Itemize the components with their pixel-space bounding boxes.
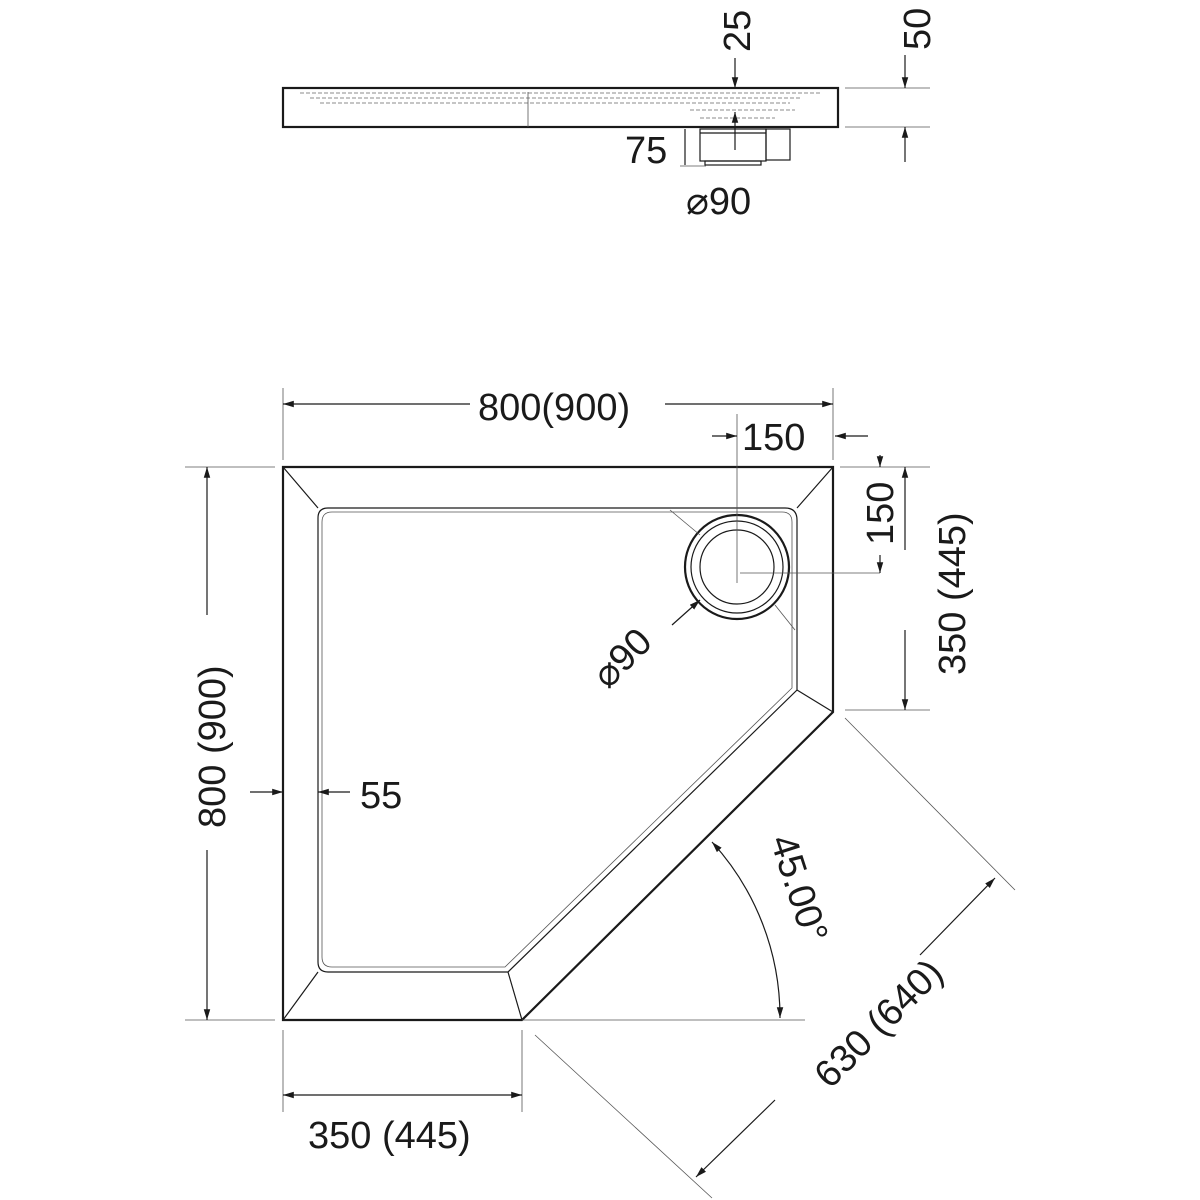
tray-side-profile (281, 86, 840, 129)
dim-angle: 45.00° (761, 830, 835, 948)
dim-drain-diameter: ⌀90 (585, 621, 661, 697)
dim-right-side: 350 (445) (932, 512, 974, 675)
side-view: 25 50 75 ⌀90 (281, 8, 939, 223)
dim-drain-offset-y: 150 (860, 482, 902, 545)
dim-bottom-side: 350 (445) (308, 1115, 471, 1157)
dim-diagonal: 630 (640) (807, 952, 952, 1097)
basin-outline (317, 507, 798, 973)
hidden-lines (300, 92, 820, 119)
dim-width: 800(900) (478, 387, 630, 429)
dim-height: 50 (897, 8, 939, 50)
dim-rim-width: 55 (360, 775, 402, 817)
dim-drain-offset-x: 150 (742, 417, 805, 459)
dim-lip-depth: 25 (717, 10, 759, 52)
plan-view: 800(900) 150 150 350 (445) 800 (900) 55 … (185, 387, 1016, 1199)
waste-trap (699, 128, 791, 166)
tray-outline (281, 465, 835, 1022)
bevel-lines (282, 466, 834, 1021)
dim-waste-height: 75 (625, 130, 667, 172)
dim-waste-diameter: ⌀90 (686, 181, 751, 223)
dim-depth: 800 (900) (192, 665, 234, 828)
